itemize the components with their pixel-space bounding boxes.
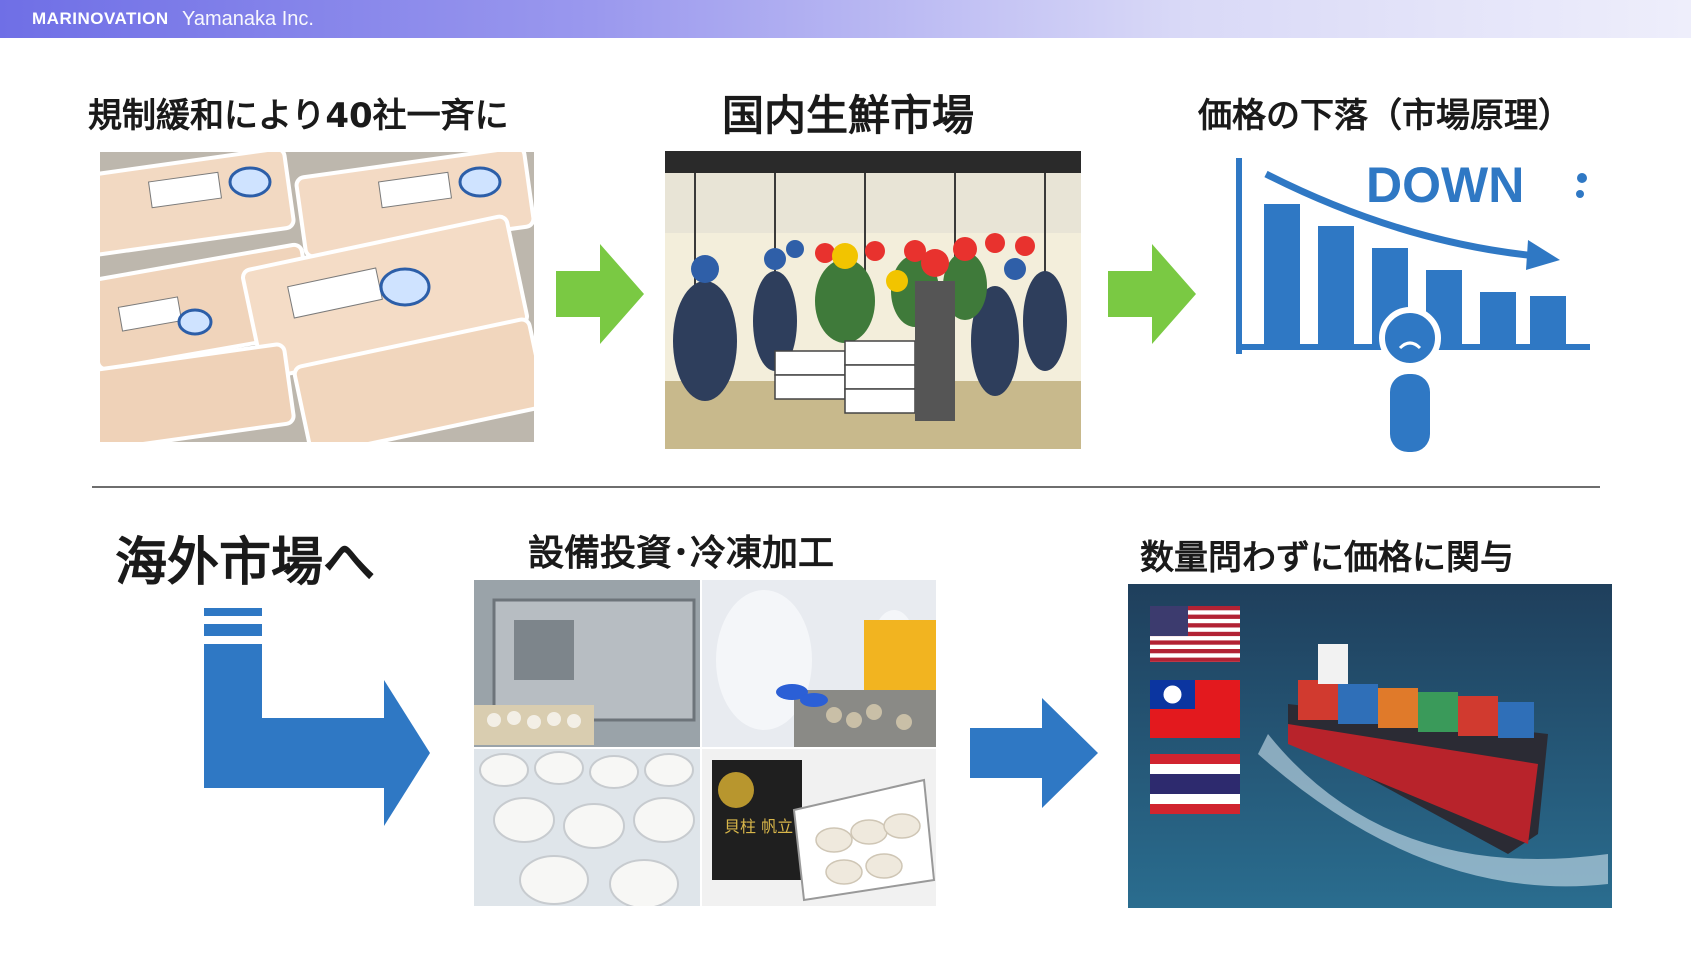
thailand-flag-icon: [1150, 754, 1240, 814]
green-arrow-icon: [1108, 244, 1196, 344]
row-divider: [92, 486, 1600, 488]
green-arrow-icon: [556, 244, 644, 344]
processing-photo-collage: 貝柱 帆立: [474, 580, 936, 906]
blue-arrow-icon: [970, 698, 1098, 808]
scallop-packages-photo: [100, 152, 534, 442]
taiwan-flag-icon: [1150, 680, 1240, 738]
us-flag-icon: [1150, 606, 1240, 662]
blue-bend-arrow-icon: [204, 608, 434, 828]
down-label: DOWN: [1366, 157, 1524, 213]
declining-bar-chart-icon: DOWN: [1230, 152, 1600, 452]
heading-equipment-freezing: 設備投資･冷凍加工: [528, 524, 834, 576]
heading-overseas-market: 海外市場へ: [115, 520, 375, 595]
company-name: Yamanaka Inc.: [182, 8, 314, 31]
heading-price-involvement: 数量問わずに価格に関与: [1140, 530, 1514, 579]
fish-market-illustration: [665, 151, 1081, 449]
package-label: 貝柱 帆立: [724, 817, 793, 836]
heading-domestic-market: 国内生鮮市場: [722, 82, 974, 143]
container-ship-photo: [1128, 584, 1612, 908]
heading-deregulation: 規制緩和により40社一斉に: [88, 88, 509, 137]
brand-logo: MARINOVATION: [32, 9, 169, 29]
header-bar: MARINOVATION Yamanaka Inc.: [0, 0, 1691, 38]
heading-price-drop: 価格の下落（市場原理）: [1198, 88, 1572, 137]
